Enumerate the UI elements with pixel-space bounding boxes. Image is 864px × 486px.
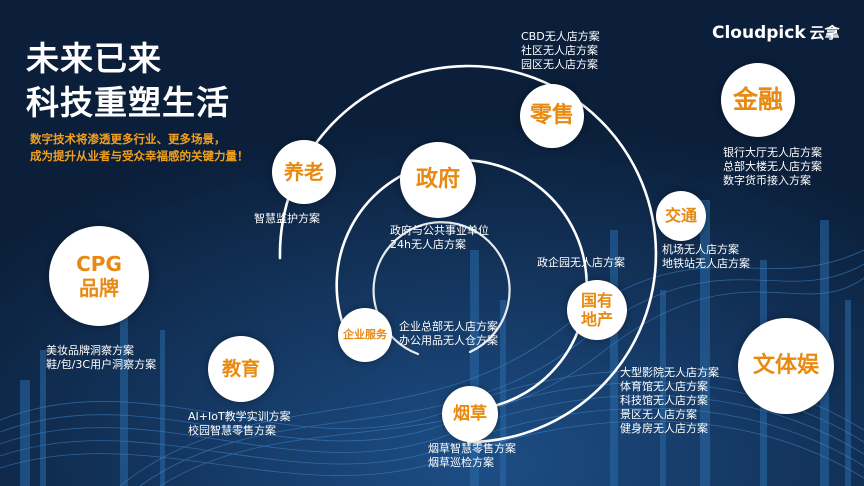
government-solutions: 政府与公共事业单位 24h无人店方案 bbox=[390, 224, 489, 251]
headline-line-1: 未来已来 bbox=[26, 39, 162, 78]
entertainment-circle[interactable]: 文体娱 bbox=[738, 318, 834, 414]
elderly-solutions: 智慧监护方案 bbox=[254, 212, 320, 225]
government-circle[interactable]: 政府 bbox=[400, 142, 476, 218]
cpg-solutions: 美妆品牌洞察方案 鞋/包/3C用户洞察方案 bbox=[46, 344, 157, 371]
finance-circle[interactable]: 金融 bbox=[721, 63, 795, 137]
finance-solutions: 银行大厅无人店方案 总部大楼无人店方案 数字货币接入方案 bbox=[723, 146, 822, 187]
state-realestate-solutions: 政企园无人店方案 bbox=[537, 256, 625, 269]
tobacco-solutions: 烟草智慧零售方案 烟草巡检方案 bbox=[428, 442, 516, 469]
transport-solutions: 机场无人店方案 地铁站无人店方案 bbox=[662, 243, 750, 270]
entertainment-solutions: 大型影院无人店方案 体育馆无人店方案 科技馆无人店方案 景区无人店方案 健身房无… bbox=[620, 366, 719, 435]
enterprise-services-circle[interactable]: 企业服务 bbox=[338, 308, 392, 362]
state-realestate-circle[interactable]: 国有 地产 bbox=[567, 280, 627, 340]
tagline-line-1: 数字技术将渗透更多行业、更多场景， bbox=[30, 132, 226, 146]
logo-en: Cloudpick bbox=[712, 23, 806, 43]
transport-circle[interactable]: 交通 bbox=[656, 191, 706, 241]
elderly-care-circle[interactable]: 养老 bbox=[272, 140, 336, 204]
education-solutions: AI+IoT教学实训方案 校园智慧零售方案 bbox=[188, 410, 291, 437]
tobacco-circle[interactable]: 烟草 bbox=[442, 386, 498, 442]
retail-circle[interactable]: 零售 bbox=[520, 84, 584, 148]
headline-line-2: 科技重塑生活 bbox=[26, 83, 230, 122]
retail-solutions: CBD无人店方案 社区无人店方案 园区无人店方案 bbox=[521, 30, 600, 71]
cpg-brand-circle[interactable]: CPG 品牌 bbox=[49, 226, 149, 326]
logo-cn: 云拿 bbox=[809, 24, 840, 42]
enterprise-solutions: 企业总部无人店方案 办公用品无人仓方案 bbox=[399, 320, 498, 347]
tagline-line-2: 成为提升从业者与受众幸福感的关键力量！ bbox=[30, 149, 249, 163]
education-circle[interactable]: 教育 bbox=[208, 336, 274, 402]
